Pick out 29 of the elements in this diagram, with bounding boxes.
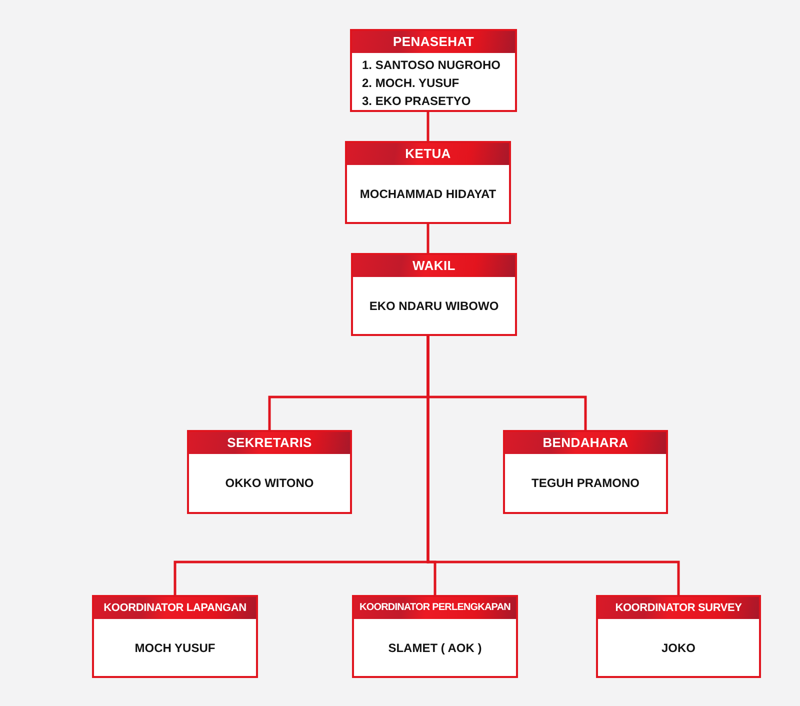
org-box (352, 595, 518, 678)
member-name: 1. SANTOSO NUGROHO (362, 57, 500, 74)
member-name: MOCHAMMAD HIDAYAT (360, 186, 496, 202)
org-box (351, 253, 517, 336)
role-title: WAKIL (353, 255, 515, 277)
connector-line (426, 224, 430, 253)
role-title: KETUA (347, 143, 509, 165)
role-title: SEKRETARIS (189, 432, 350, 454)
role-title: KOORDINATOR LAPANGAN (94, 597, 256, 619)
org-box (345, 141, 511, 224)
connector-line (426, 336, 680, 595)
org-box (596, 595, 761, 678)
org-box (350, 29, 517, 112)
role-title: PENASEHAT (352, 31, 515, 53)
connector-line (426, 112, 430, 141)
role-title: KOORDINATOR SURVEY (598, 597, 759, 619)
org-box (187, 430, 352, 514)
role-title: BENDAHARA (505, 432, 666, 454)
member-name: 3. EKO PRASETYO (362, 93, 471, 110)
org-box (503, 430, 668, 514)
member-name: OKKO WITONO (225, 475, 314, 492)
member-name: MOCH YUSUF (134, 640, 216, 656)
role-title: KOORDINATOR PERLENGKAPAN (354, 597, 516, 619)
member-name: 2. MOCH. YUSUF (362, 75, 460, 92)
member-name: EKO NDARU WIBOWO (369, 298, 499, 314)
member-name: JOKO (661, 640, 696, 656)
member-name: TEGUH PRAMONO (532, 475, 640, 492)
org-box (92, 595, 258, 678)
member-name: SLAMET ( AOK ) (388, 640, 482, 656)
